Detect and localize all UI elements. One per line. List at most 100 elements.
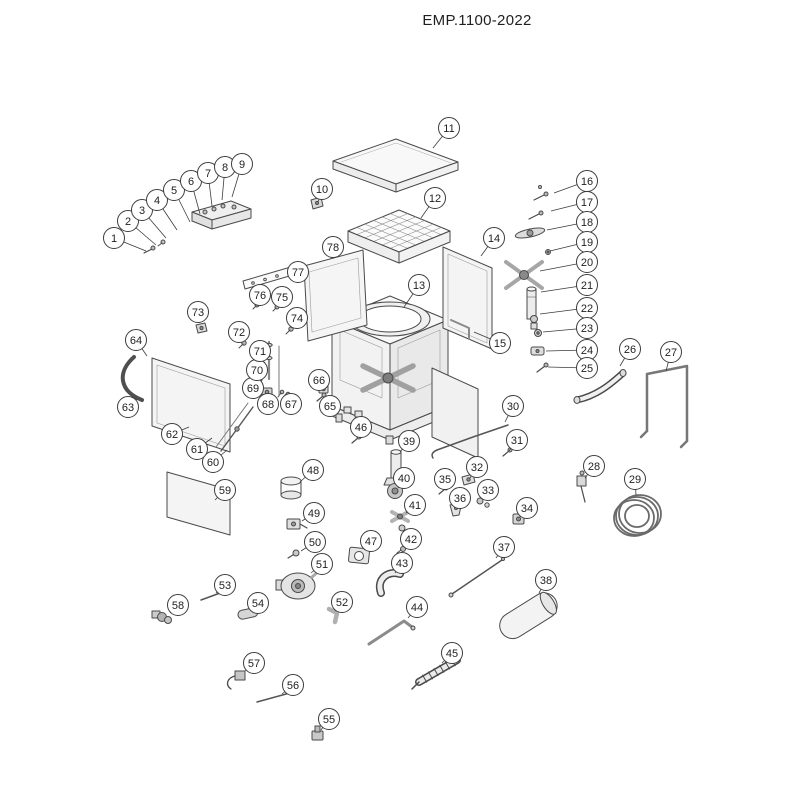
svg-text:52: 52 <box>336 597 348 609</box>
svg-text:4: 4 <box>154 195 160 207</box>
callout-balloon-36: 36 <box>449 487 471 509</box>
svg-text:25: 25 <box>581 363 593 375</box>
part-lower-spray-arm <box>360 363 416 393</box>
callout-balloon-40: 40 <box>393 467 415 489</box>
callout-balloon-22: 22 <box>576 297 598 319</box>
svg-text:60: 60 <box>207 457 219 469</box>
svg-text:73: 73 <box>192 307 204 319</box>
callout-balloon-28: 28 <box>583 455 605 477</box>
svg-text:57: 57 <box>248 658 260 670</box>
svg-text:13: 13 <box>413 280 425 292</box>
svg-text:63: 63 <box>122 402 134 414</box>
callout-balloon-12: 12 <box>424 187 446 209</box>
svg-text:12: 12 <box>429 193 441 205</box>
svg-text:31: 31 <box>511 435 523 447</box>
part-top-lid <box>332 138 459 193</box>
callout-balloon-27: 27 <box>660 341 682 363</box>
svg-text:37: 37 <box>498 542 510 554</box>
svg-text:76: 76 <box>254 290 266 302</box>
part-long-rod <box>448 557 505 598</box>
svg-text:41: 41 <box>409 500 421 512</box>
callout-balloon-17: 17 <box>576 191 598 213</box>
callout-balloon-35: 35 <box>434 468 456 490</box>
part-column-right <box>504 185 551 373</box>
svg-text:8: 8 <box>222 162 228 174</box>
svg-text:49: 49 <box>308 508 320 520</box>
svg-text:53: 53 <box>219 580 231 592</box>
svg-text:10: 10 <box>316 184 328 196</box>
part-control-assembly <box>143 200 252 254</box>
svg-text:9: 9 <box>239 159 245 171</box>
callout-balloon-9: 9 <box>231 153 253 175</box>
part-left-door <box>303 249 368 342</box>
svg-text:6: 6 <box>188 176 194 188</box>
part-left-center-stack <box>275 434 371 625</box>
callout-balloon-60: 60 <box>202 451 224 473</box>
callout-balloon-42: 42 <box>400 528 422 550</box>
svg-text:24: 24 <box>581 345 593 357</box>
svg-text:11: 11 <box>443 123 454 135</box>
callout-balloon-6: 6 <box>180 170 202 192</box>
svg-text:65: 65 <box>324 401 336 413</box>
callout-balloon-61: 61 <box>186 438 208 460</box>
svg-text:26: 26 <box>624 344 636 356</box>
callout-balloon-37: 37 <box>493 536 515 558</box>
svg-text:50: 50 <box>309 537 321 549</box>
part-right-panel <box>442 246 493 350</box>
part-pump <box>275 568 322 600</box>
callout-balloon-77: 77 <box>287 261 309 283</box>
part-wire-frame <box>639 364 689 449</box>
svg-text:71: 71 <box>254 346 266 358</box>
callout-balloon-70: 70 <box>246 359 268 381</box>
callout-balloon-73: 73 <box>187 301 209 323</box>
callout-balloon-43: 43 <box>391 552 413 574</box>
svg-text:42: 42 <box>405 534 417 546</box>
svg-text:15: 15 <box>494 338 506 350</box>
callout-balloon-33: 33 <box>477 479 499 501</box>
callout-balloon-53: 53 <box>214 574 236 596</box>
callout-balloon-52: 52 <box>331 591 353 613</box>
svg-text:29: 29 <box>629 474 641 486</box>
svg-text:66: 66 <box>313 375 325 387</box>
callout-balloon-34: 34 <box>516 497 538 519</box>
svg-text:21: 21 <box>581 280 593 292</box>
callout-balloon-1: 1 <box>103 227 125 249</box>
callout-balloon-68: 68 <box>257 393 279 415</box>
callout-balloon-47: 47 <box>360 530 382 552</box>
callout-balloon-26: 26 <box>619 338 641 360</box>
callout-balloon-56: 56 <box>282 674 304 696</box>
svg-text:22: 22 <box>581 303 593 315</box>
callout-balloon-39: 39 <box>398 430 420 452</box>
callout-balloon-23: 23 <box>576 317 598 339</box>
svg-text:3: 3 <box>139 205 145 217</box>
svg-text:1: 1 <box>111 233 117 245</box>
callout-balloon-45: 45 <box>441 642 463 664</box>
part-cylinder <box>499 591 558 640</box>
svg-text:48: 48 <box>307 465 319 477</box>
callout-balloon-21: 21 <box>576 274 598 296</box>
svg-text:45: 45 <box>446 648 458 660</box>
callout-balloon-13: 13 <box>408 274 430 296</box>
diagram-title: EMP.1100-2022 <box>422 12 532 29</box>
callout-balloon-5: 5 <box>163 179 185 201</box>
callout-balloon-54: 54 <box>247 592 269 614</box>
svg-text:40: 40 <box>398 473 410 485</box>
svg-text:62: 62 <box>166 429 178 441</box>
svg-text:34: 34 <box>521 503 533 515</box>
svg-text:72: 72 <box>233 327 245 339</box>
callout-balloon-69: 69 <box>242 377 264 399</box>
callout-balloon-75: 75 <box>271 286 293 308</box>
svg-text:30: 30 <box>507 401 519 413</box>
svg-text:33: 33 <box>482 485 494 497</box>
callout-balloon-15: 15 <box>489 332 511 354</box>
callout-balloon-20: 20 <box>576 251 598 273</box>
svg-text:77: 77 <box>292 267 304 279</box>
callout-balloon-51: 51 <box>311 553 333 575</box>
part-left-panel <box>120 355 254 453</box>
svg-text:35: 35 <box>439 474 451 486</box>
svg-text:5: 5 <box>171 185 177 197</box>
svg-text:17: 17 <box>581 197 593 209</box>
callout-balloon-16: 16 <box>576 170 598 192</box>
